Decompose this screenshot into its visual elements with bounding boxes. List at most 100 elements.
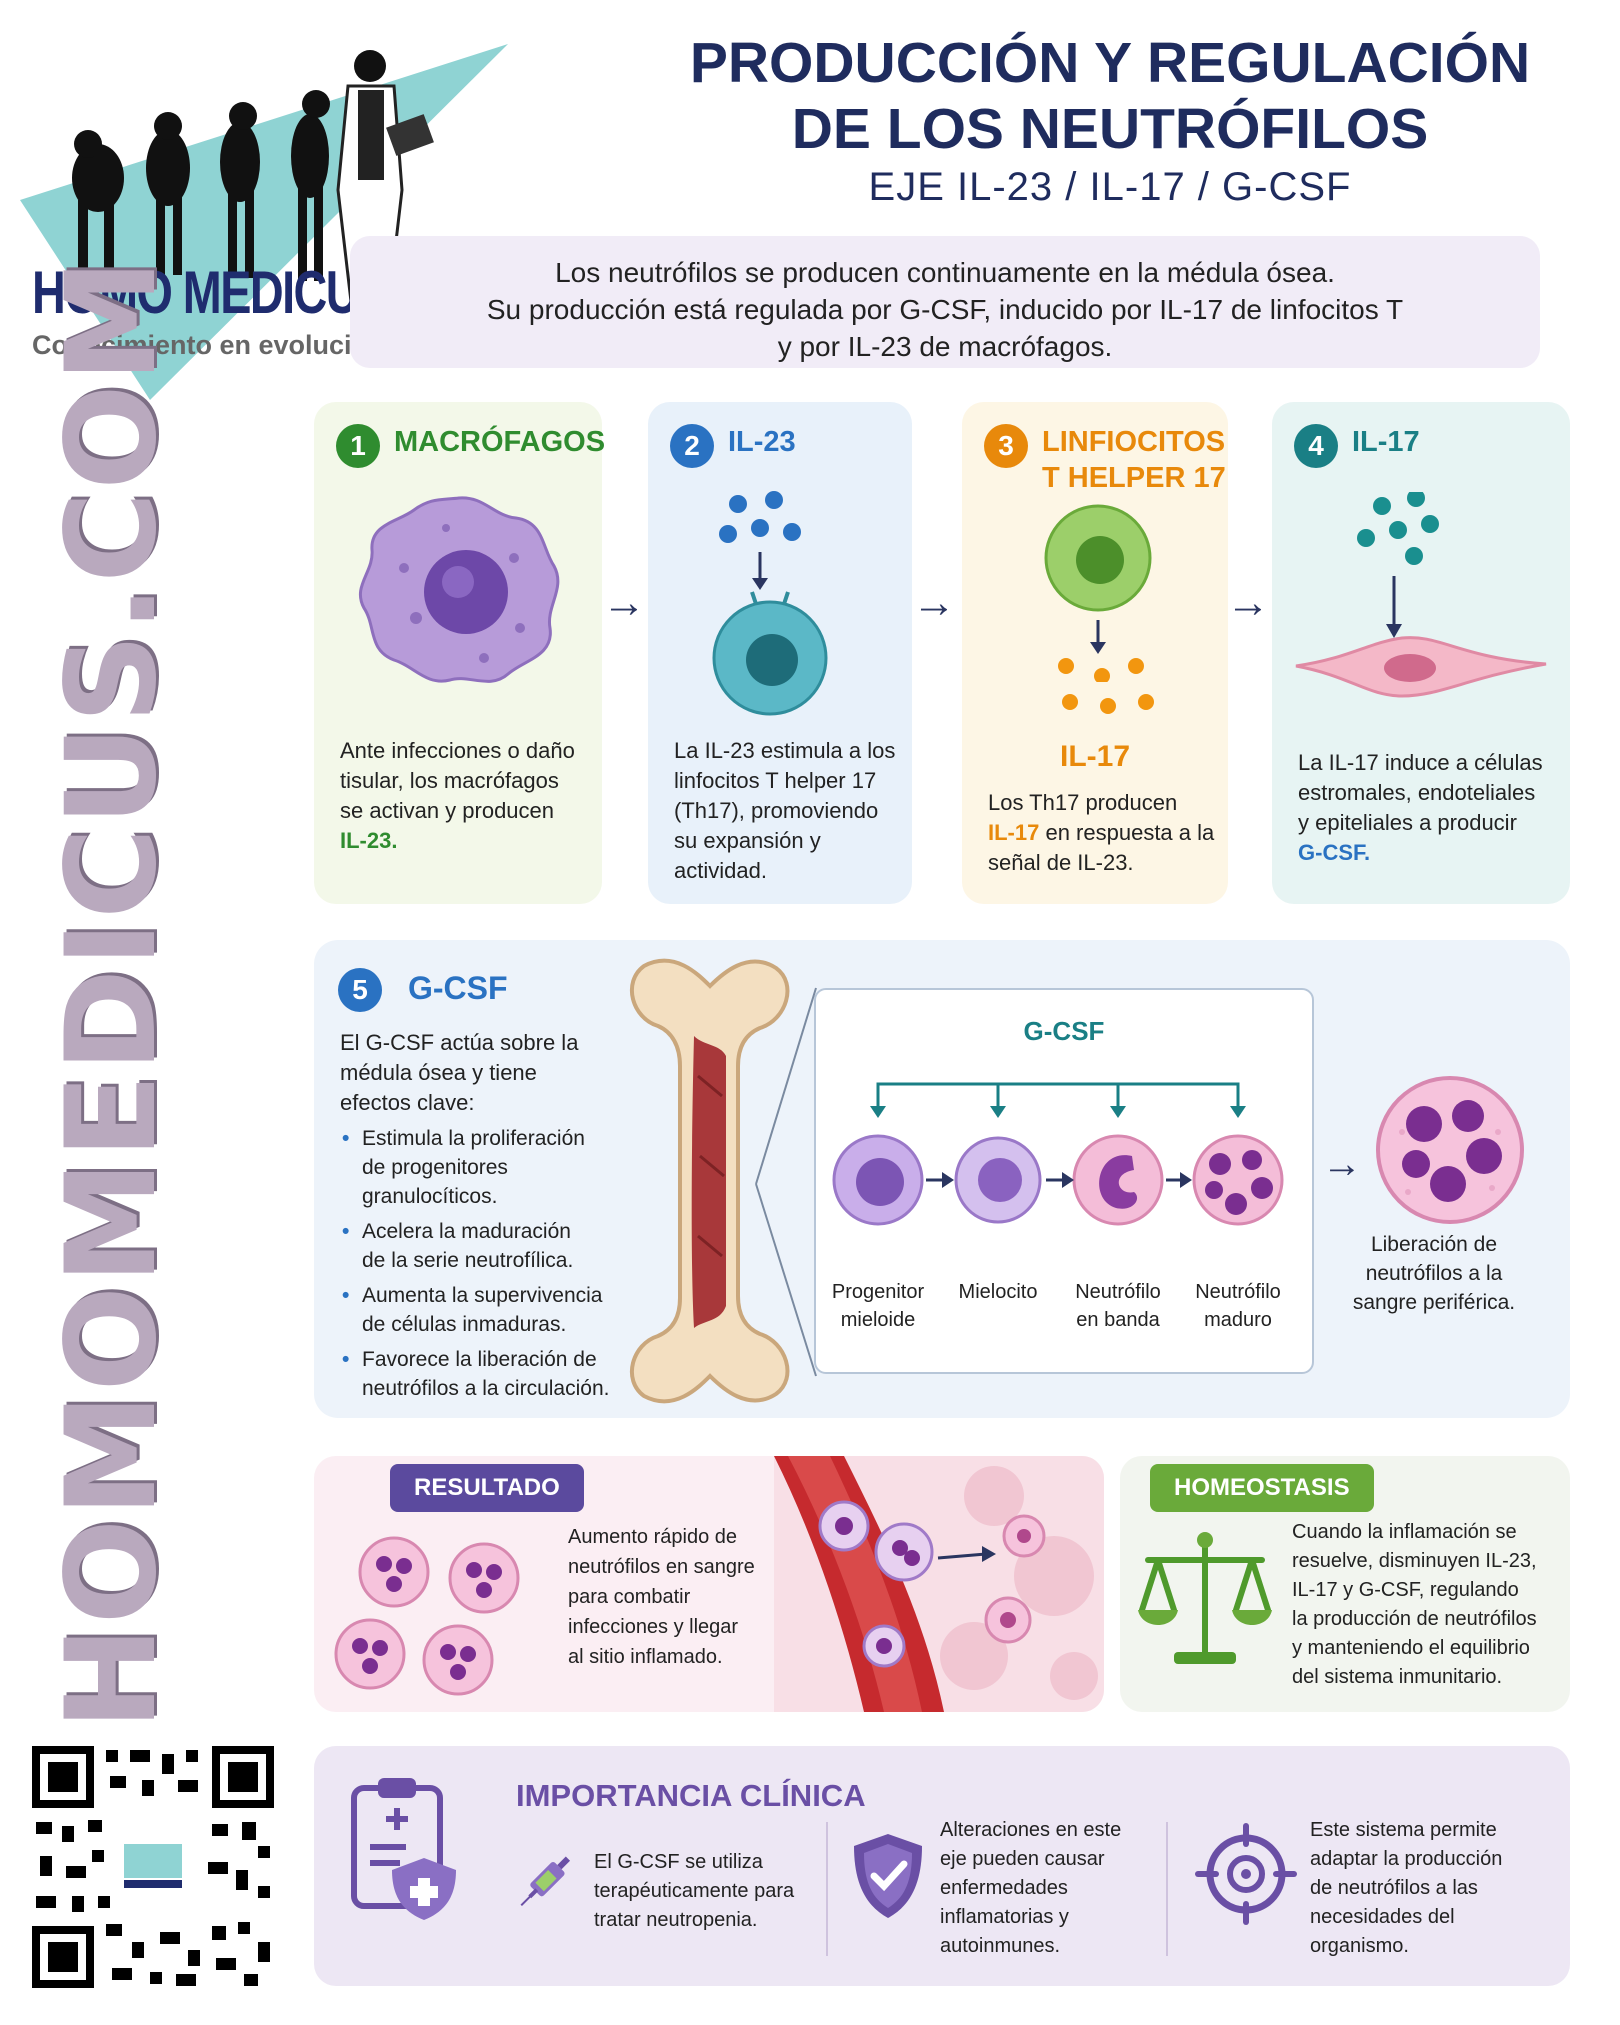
divider (1166, 1822, 1168, 1956)
gcsf-effects-list: Estimula la proliferación de progenitores… (340, 1124, 630, 1409)
clinical-line: necesidades del (1310, 1906, 1455, 1928)
step-1-line: Ante infecciones o daño (340, 738, 575, 763)
result-line: al sitio inflamado. (568, 1646, 723, 1668)
gcsf-panel: 5 G-CSF El G-CSF actúa sobre la médula ó… (314, 940, 1570, 1418)
neutrophils-cluster-icon (334, 1536, 520, 1696)
clinical-line: eje pueden causar (940, 1848, 1105, 1870)
step-3-line-rest: en respuesta a la (1039, 820, 1215, 845)
step-4-line: y epiteliales a producir (1298, 810, 1517, 835)
step-number-5: 5 (338, 968, 382, 1012)
maturation-diagram-icon (832, 1082, 1284, 1226)
step-4-highlight: G-CSF. (1298, 840, 1371, 865)
divider (826, 1822, 828, 1956)
result-line: Aumento rápido de (568, 1526, 738, 1548)
stage-label-line: Neutrófilo (1195, 1281, 1281, 1303)
result-text: Aumento rápido de neutrófilos en sangre … (568, 1522, 788, 1672)
mature-neutrophil-icon (1376, 1076, 1524, 1224)
step-card-th17: 3 LINFIOCITOS T HELPER 17 IL-17 Los Th17… (962, 402, 1228, 904)
clinical-line: tratar neutropenia. (594, 1909, 758, 1931)
step-number-3: 3 (984, 424, 1028, 468)
clinical-title: IMPORTANCIA CLÍNICA (516, 1778, 866, 1813)
result-line: para combatir (568, 1586, 691, 1608)
title-line-1: PRODUCCIÓN Y REGULACIÓN (689, 31, 1531, 95)
homeostasis-line: del sistema inmunitario. (1292, 1666, 1503, 1688)
step-3-title-line: LINFIOCITOS (1042, 426, 1226, 458)
homeostasis-badge: HOMEOSTASIS (1150, 1464, 1374, 1512)
clinical-line: autoinmunes. (940, 1935, 1061, 1957)
clipboard-medical-icon (351, 1778, 456, 1920)
maturation-box: G-CSF Progenitor (814, 988, 1314, 1374)
clinical-item-3: Este sistema permite adaptar la producci… (1310, 1816, 1550, 1961)
homeostasis-panel: HOMEOSTASIS Cuando la inflamación se res… (1120, 1456, 1570, 1712)
step-text-4: La IL-17 induce a células estromales, en… (1298, 748, 1543, 868)
step-4-line: La IL-17 induce a células (1298, 750, 1543, 775)
stage-label-line: Progenitor (831, 1281, 925, 1303)
intro-line-1: Los neutrófilos se producen continuament… (555, 257, 1335, 288)
bullet-line: de la serie neutrofílica. (362, 1249, 574, 1272)
brand-logo: HOMO MEDICUS Conocimiento en evolución..… (18, 40, 508, 410)
website-url[interactable]: HOMOMEDICUS.COM (40, 256, 184, 1730)
balance-scale-icon (1138, 1532, 1272, 1664)
cytokine-dots-icon (1062, 694, 1154, 714)
brand-tagline: Conocimiento en evolución... (32, 330, 408, 360)
bullet-line: granulocíticos. (362, 1185, 498, 1208)
intro-banner: Los neutrófilos se producen continuament… (350, 236, 1540, 368)
step-card-il23: 2 IL-23 La IL-23 estimula a los linfocit… (648, 402, 912, 904)
arrow-right-icon: → (602, 578, 646, 627)
arrow-right-icon: → (1226, 578, 1270, 627)
clinical-line: organismo. (1310, 1935, 1409, 1957)
step-3-title-line: T HELPER 17 (1042, 462, 1226, 494)
homeostasis-line: Cuando la inflamación se (1292, 1521, 1517, 1543)
step-title-3: LINFIOCITOS T HELPER 17 (1042, 424, 1226, 496)
clinical-item-1: El G-CSF se utiliza terapéuticamente par… (594, 1848, 834, 1935)
bullet-line: de células inmaduras. (362, 1313, 567, 1336)
release-line: sangre periférica. (1352, 1291, 1516, 1314)
step-3-line: señal de IL-23. (988, 850, 1134, 875)
bullet-line: Favorece la liberación de (362, 1348, 597, 1371)
step-3-highlight: IL-17 (988, 820, 1040, 845)
step-number-1: 1 (336, 424, 380, 468)
gcsf-intro-line: El G-CSF actúa sobre la (340, 1030, 579, 1055)
clinical-line: Alteraciones en este (940, 1819, 1122, 1841)
step-2-line: su expansión y (674, 828, 821, 853)
bullet-line: de progenitores (362, 1156, 508, 1179)
target-icon (1195, 1823, 1297, 1925)
step-1-highlight: IL-23. (340, 828, 398, 853)
step-title-4: IL-17 (1352, 426, 1420, 458)
step-3-line: Los Th17 producen (988, 790, 1178, 815)
step-text-3: Los Th17 producen IL-17 en respuesta a l… (988, 788, 1214, 878)
bullet-line: Aumenta la supervivencia (362, 1284, 603, 1307)
result-badge: RESULTADO (390, 1464, 584, 1512)
brand-name: HOMO MEDICUS (32, 259, 389, 326)
homeostasis-line: IL-17 y G-CSF, regulando (1292, 1579, 1519, 1601)
step-4-line: estromales, endoteliales (1298, 780, 1536, 805)
step-1-line: tisular, los macrófagos (340, 768, 559, 793)
step-title-2: IL-23 (728, 426, 796, 458)
clinical-line: inflamatorias y (940, 1906, 1069, 1928)
stage-label-line: Mielocito (958, 1281, 1038, 1303)
bullet-line: Estimula la proliferación (362, 1127, 585, 1150)
qr-code[interactable] (32, 1746, 274, 1988)
result-panel: RESULTADO Aumento rápido de neutrófilos … (314, 1456, 1104, 1712)
step-number-2: 2 (670, 424, 714, 468)
step-title-1: MACRÓFAGOS (394, 426, 606, 458)
homeostasis-line: la producción de neutrófilos (1292, 1608, 1537, 1630)
stage-label-line: en banda (1076, 1309, 1160, 1331)
qr-code-icon (32, 1746, 274, 1988)
clinical-line: de neutrófilos a las (1310, 1877, 1478, 1899)
step-text-1: Ante infecciones o daño tisular, los mac… (340, 736, 575, 856)
homeostasis-text: Cuando la inflamación se resuelve, dismi… (1292, 1518, 1562, 1692)
intro-line-2: Su producción está regulada por G-CSF, i… (486, 294, 1404, 325)
step-1-line: se activan y producen (340, 798, 555, 823)
gcsf-effect-item: Aumenta la supervivencia de células inmad… (340, 1281, 630, 1339)
step-3-product-label: IL-17 (1059, 740, 1131, 773)
maturation-box-title: G-CSF (1023, 1016, 1105, 1046)
stromal-cell-icon (1295, 492, 1547, 698)
step-card-il17: 4 IL-17 La IL-17 induce a células estrom… (1272, 402, 1570, 904)
step-text-2: La IL-23 estimula a los linfocitos T hel… (674, 736, 895, 886)
result-line: infecciones y llegar (568, 1616, 739, 1638)
